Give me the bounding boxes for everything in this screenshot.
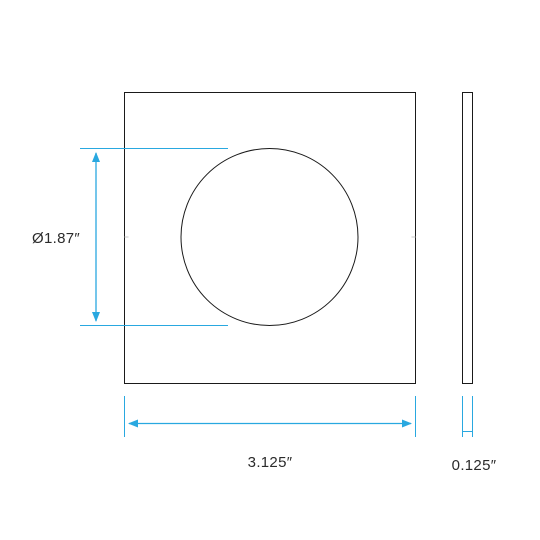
edge-outline bbox=[462, 92, 473, 384]
front-view bbox=[124, 92, 416, 384]
thickness-dimension: 0.125″ bbox=[452, 396, 497, 474]
width-label: 3.125″ bbox=[248, 454, 293, 471]
hole-diameter-label: Ø1.87″ bbox=[32, 230, 80, 247]
plate-outline bbox=[124, 92, 416, 384]
thickness-label: 0.125″ bbox=[452, 457, 497, 474]
width-dimension: 3.125″ bbox=[124, 396, 416, 471]
hole-outline bbox=[180, 148, 359, 326]
side-view bbox=[462, 92, 473, 384]
hole-diameter-dimension: Ø1.87″ bbox=[32, 148, 228, 326]
